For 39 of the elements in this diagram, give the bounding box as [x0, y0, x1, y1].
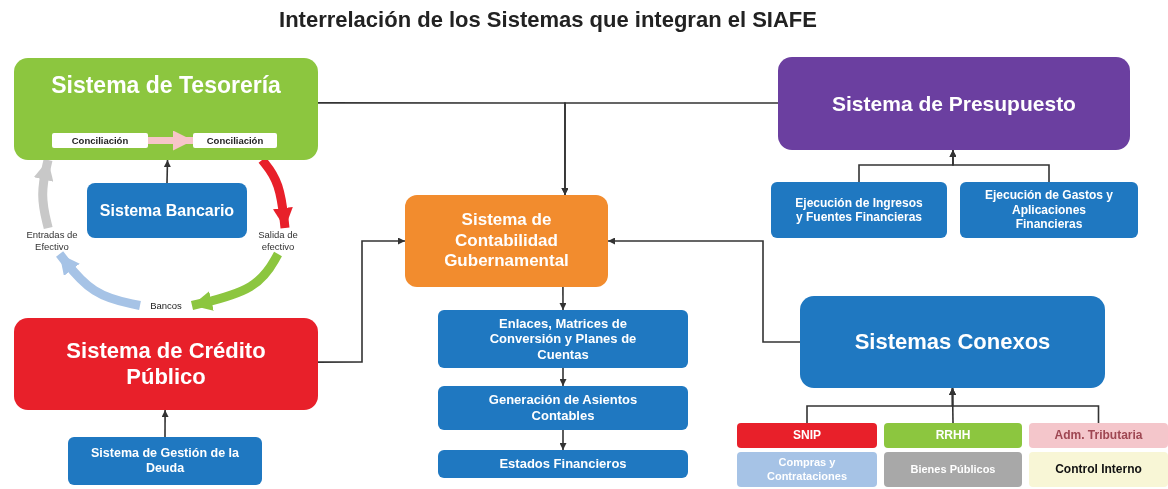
arrow — [949, 387, 1100, 424]
curved-arrow — [33, 159, 54, 230]
arrow — [561, 102, 779, 196]
curved-arrow — [258, 157, 293, 229]
diagram-title: Interrelación de los Sistemas que integran el SIAFE — [278, 6, 818, 34]
process-box: Sistema Bancario — [87, 183, 247, 238]
curved-arrow — [190, 251, 282, 311]
arrow — [559, 429, 567, 451]
process-box: Control Interno — [1029, 452, 1168, 487]
arrow — [559, 286, 567, 311]
process-box: RRHH — [884, 423, 1022, 448]
process-box: Compras y Contrataciones — [737, 452, 877, 487]
arrow — [949, 149, 1050, 183]
flow-label: Bancos — [140, 299, 192, 312]
process-box: Sistema de Gestión de la Deuda — [68, 437, 262, 485]
system-box: Sistema de Contabilidad Gubernamental — [405, 195, 608, 287]
arrow — [559, 367, 567, 387]
arrow — [161, 409, 169, 438]
system-box: Sistemas Conexos — [800, 296, 1105, 388]
process-box: Enlaces, Matrices de Conversión y Planes de Cuentas — [438, 310, 688, 368]
process-box: Ejecución de Ingresos y Fuentes Financieras — [771, 182, 947, 238]
flow-label: Entradas de Efectivo — [14, 228, 90, 254]
label-tag: Conciliación — [193, 133, 277, 148]
curved-arrow — [148, 130, 193, 151]
process-box: Ejecución de Gastos y Aplicaciones Financieras — [960, 182, 1138, 238]
process-box: Adm. Tributaria — [1029, 423, 1168, 448]
arrow — [607, 237, 801, 343]
label-tag: Conciliación — [52, 133, 148, 148]
process-box: Generación de Asientos Contables — [438, 386, 688, 430]
arrow — [163, 159, 171, 184]
system-box: Sistema de Crédito Público — [14, 318, 318, 410]
process-box: Bienes Públicos — [884, 452, 1022, 487]
box-title: Sistema de Tesorería — [51, 72, 281, 100]
process-box: SNIP — [737, 423, 877, 448]
system-box — [14, 58, 318, 160]
process-box: Estados Financieros — [438, 450, 688, 478]
curved-arrow — [56, 251, 141, 310]
system-box: Sistema de Presupuesto — [778, 57, 1130, 150]
arrow — [317, 237, 406, 363]
